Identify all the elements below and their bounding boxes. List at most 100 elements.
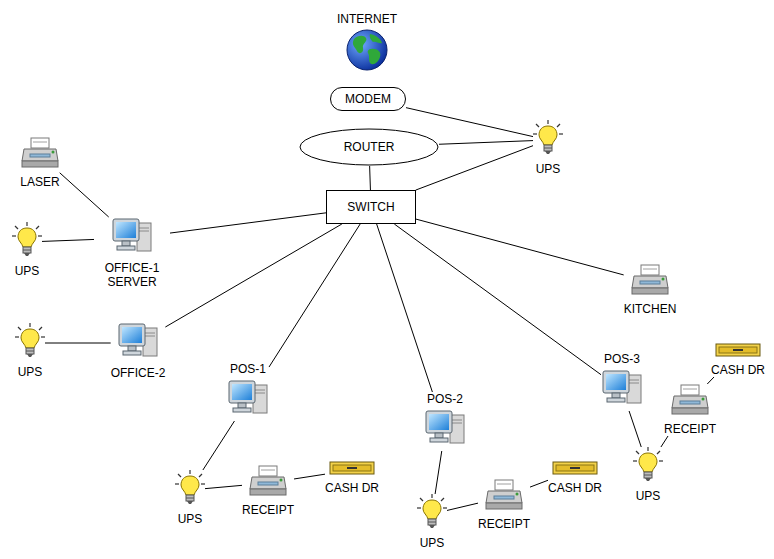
network-cable <box>377 224 433 392</box>
network-cable <box>170 213 326 233</box>
router-ellipse: ROUTER <box>299 128 439 166</box>
printer-device: RECEIPT <box>478 479 530 531</box>
drawer-device: CASH DR <box>711 343 765 377</box>
network-cable <box>165 224 342 327</box>
pc-device: OFFICE-1 SERVER <box>94 217 170 289</box>
drawer-symbol <box>552 461 598 475</box>
bulb-symbol <box>417 494 447 530</box>
drawer-icon <box>329 461 375 479</box>
network-cable <box>707 377 714 384</box>
pc-icon <box>111 217 153 259</box>
bulb-device: UPS <box>175 470 205 526</box>
bulb-device: UPS <box>633 447 663 503</box>
drawer-icon <box>552 461 598 479</box>
switch-box: SWITCH <box>326 190 415 224</box>
network-cable <box>369 166 371 190</box>
node-label: POS-3 <box>604 352 640 366</box>
printer-device: RECEIPT <box>242 465 294 517</box>
node-label: POS-2 <box>427 392 463 406</box>
node-label: SWITCH <box>347 200 394 214</box>
bulb-icon <box>12 222 42 262</box>
bulb-device: UPS <box>15 323 45 379</box>
pc-device: POS-1 <box>227 362 269 421</box>
globe-symbol <box>346 29 388 71</box>
pc-symbol <box>111 217 153 255</box>
network-cable <box>60 173 109 217</box>
network-cable <box>294 474 325 479</box>
bulb-icon <box>417 494 447 534</box>
pc-device: OFFICE-2 <box>111 322 166 380</box>
printer-device: LASER <box>20 137 59 189</box>
bulb-symbol <box>15 323 45 359</box>
globe-device: INTERNET <box>337 12 397 75</box>
node-label: MODEM <box>345 92 391 106</box>
printer-icon <box>631 264 669 300</box>
drawer-symbol <box>329 461 375 475</box>
bulb-symbol <box>533 120 563 156</box>
printer-device: KITCHEN <box>624 264 677 316</box>
node-label: POS-1 <box>230 362 266 376</box>
bulb-symbol <box>633 447 663 483</box>
node-label: UPS <box>15 264 40 278</box>
printer-symbol <box>485 479 523 511</box>
pc-symbol <box>424 409 466 447</box>
bulb-device: UPS <box>12 222 42 278</box>
pc-device: POS-3 <box>601 352 643 411</box>
node-label: OFFICE-1 SERVER <box>94 261 170 289</box>
bulb-icon <box>175 470 205 510</box>
printer-symbol <box>631 264 669 296</box>
printer-device: RECEIPT <box>664 384 716 436</box>
node-label: KITCHEN <box>624 302 677 316</box>
node-label: CASH DR <box>325 481 379 495</box>
bulb-icon <box>533 120 563 160</box>
printer-symbol <box>21 137 59 169</box>
node-label: RECEIPT <box>478 517 530 531</box>
printer-icon <box>21 137 59 173</box>
pc-icon <box>424 409 466 451</box>
network-cable <box>661 436 668 447</box>
network-cable <box>435 451 442 494</box>
network-cable <box>205 485 242 488</box>
pc-symbol <box>601 369 643 407</box>
printer-icon <box>485 479 523 515</box>
printer-icon <box>249 465 287 501</box>
node-label: LASER <box>20 175 59 189</box>
node-label: RECEIPT <box>664 422 716 436</box>
pc-device: POS-2 <box>424 392 466 451</box>
pc-icon <box>601 369 643 411</box>
node-label: CASH DR <box>548 481 602 495</box>
network-cable <box>629 411 641 447</box>
node-label: RECEIPT <box>242 503 294 517</box>
node-label: ROUTER <box>344 140 395 154</box>
drawer-icon <box>715 343 761 361</box>
bulb-icon <box>633 447 663 487</box>
node-label: INTERNET <box>337 12 397 26</box>
node-label: UPS <box>178 512 203 526</box>
network-cable <box>406 108 533 137</box>
bulb-symbol <box>175 470 205 506</box>
bulb-device: UPS <box>417 494 447 550</box>
node-label: OFFICE-2 <box>111 366 166 380</box>
pc-symbol <box>117 322 159 360</box>
network-cable <box>45 343 111 344</box>
drawer-device: CASH DR <box>548 461 602 495</box>
bulb-device: UPS <box>533 120 563 176</box>
network-cable <box>203 421 235 470</box>
printer-symbol <box>249 465 287 497</box>
drawer-symbol <box>715 343 761 357</box>
node-label: UPS <box>18 365 43 379</box>
network-cable <box>530 480 548 487</box>
pc-icon <box>117 322 159 364</box>
bulb-icon <box>15 323 45 363</box>
node-label: UPS <box>536 162 561 176</box>
pc-symbol <box>227 379 269 417</box>
modem-box: MODEM <box>330 87 406 111</box>
globe-icon <box>346 29 388 75</box>
network-cable <box>416 219 624 275</box>
drawer-device: CASH DR <box>325 461 379 495</box>
network-cable <box>439 141 533 145</box>
network-cable <box>42 239 94 241</box>
network-cable <box>394 224 601 375</box>
router-ellipse-shape <box>300 129 438 165</box>
